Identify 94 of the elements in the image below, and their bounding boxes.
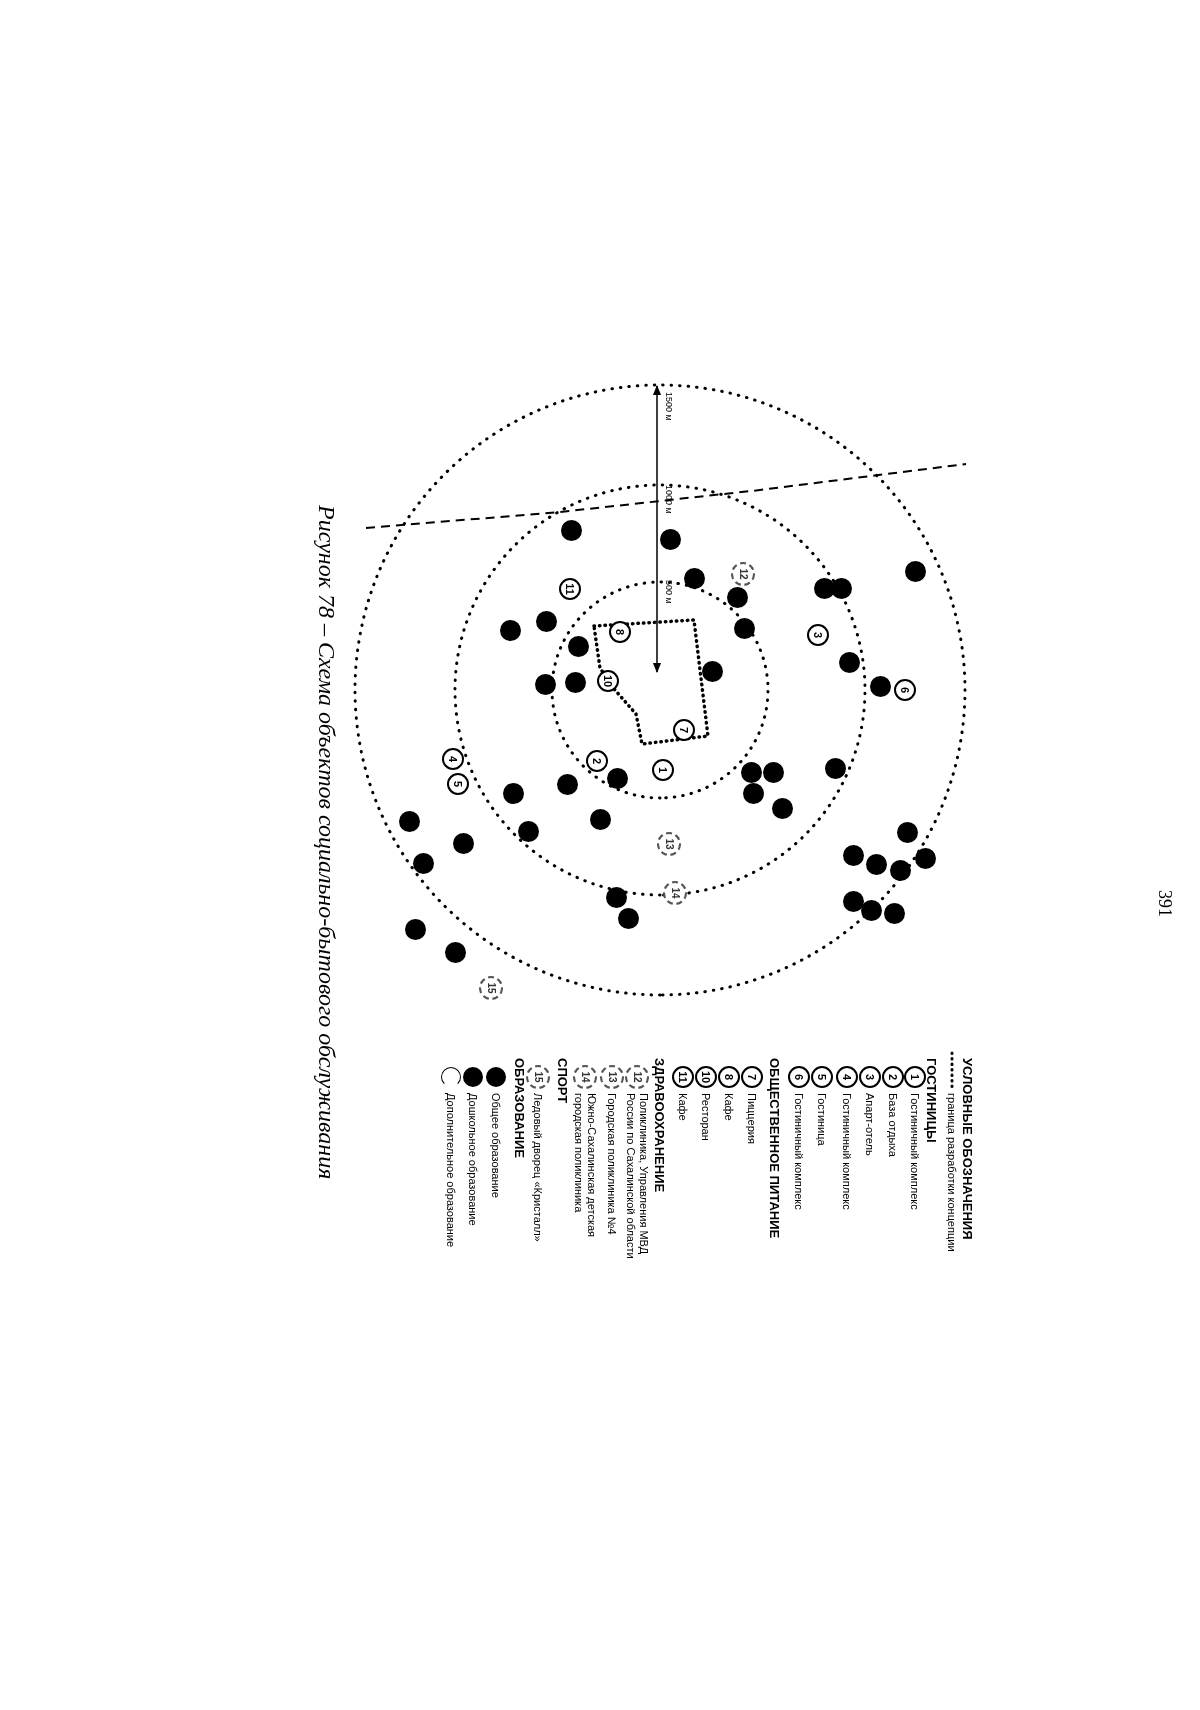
legend-text: Южно-Сахалинская детская городская поликлиника	[572, 1093, 598, 1240]
numbered-marker: 4	[836, 1066, 858, 1088]
numbered-marker: 5	[811, 1066, 833, 1088]
dot-marker	[684, 567, 706, 589]
dot-marker	[727, 586, 749, 608]
dot-marker	[536, 610, 558, 632]
legend-text: граница разработки концепции	[945, 1093, 959, 1254]
dot-marker	[905, 560, 927, 582]
dot-marker	[915, 847, 937, 869]
dashed-numbered-marker: 15	[526, 1065, 550, 1089]
dashed-numbered-marker: 13	[657, 832, 681, 856]
numbered-marker: 11	[559, 578, 581, 600]
dimension-label: 1500 м	[664, 392, 674, 421]
dot-marker	[734, 617, 756, 639]
dashed-numbered-marker: 15	[479, 976, 503, 1000]
dot-marker	[839, 651, 861, 673]
legend-text: Дополнительное образование	[444, 1093, 458, 1250]
legend-text: Кафе	[722, 1093, 736, 1123]
legend-heading: УСЛОВНЫЕ ОБОЗНАЧЕНИЯ	[960, 1058, 976, 1240]
numbered-marker: 10	[597, 670, 619, 692]
numbered-marker: 7	[741, 1066, 763, 1088]
dot-marker	[861, 899, 883, 921]
dot-marker	[561, 519, 583, 541]
dot-marker	[453, 832, 475, 854]
dot-marker	[884, 902, 906, 924]
dot-marker	[500, 619, 522, 641]
legend-text: Пиццерия	[745, 1093, 759, 1146]
dot-marker	[831, 577, 853, 599]
dashed-numbered-marker: 12	[625, 1065, 649, 1089]
legend-text: Ледовый дворец «Кристалл»	[531, 1093, 545, 1244]
numbered-marker: 7	[673, 719, 695, 741]
dot-marker	[607, 767, 629, 789]
numbered-marker: 1	[904, 1066, 926, 1088]
dot-marker	[518, 820, 540, 842]
dot-marker	[405, 918, 427, 940]
numbered-marker: 10	[695, 1066, 717, 1088]
legend-text: Ресторан	[699, 1093, 713, 1143]
figure-caption: Рисунок 78 – Схема объектов социально-бытового обслуживания	[313, 505, 341, 1180]
dot-marker	[413, 852, 435, 874]
numbered-marker: 3	[807, 624, 829, 646]
dot-marker	[763, 761, 785, 783]
legend-text: Гостиничный комплекс	[840, 1093, 854, 1212]
legend-heading: СПОРТ	[555, 1058, 571, 1104]
numbered-marker: 4	[442, 748, 464, 770]
legend-text: Кафе	[676, 1093, 690, 1123]
dot-marker	[870, 675, 892, 697]
page-number: 391	[1154, 890, 1176, 917]
legend-text: Гостиница	[815, 1093, 829, 1148]
dot-marker	[743, 782, 765, 804]
legend-heading: ОБРАЗОВАНИЕ	[512, 1058, 528, 1158]
dot-marker	[897, 821, 919, 843]
dashed-numbered-marker: 14	[663, 881, 687, 905]
dot-marker	[568, 635, 590, 657]
legend-text: База отдыха	[886, 1093, 900, 1159]
dot-marker	[772, 797, 794, 819]
numbered-marker: 5	[447, 773, 469, 795]
numbered-marker: 2	[586, 750, 608, 772]
dot-marker	[825, 757, 847, 779]
numbered-marker: 3	[859, 1066, 881, 1088]
numbered-marker: 6	[894, 679, 916, 701]
dot-marker	[557, 773, 579, 795]
dot-marker	[866, 853, 888, 875]
dashed-numbered-marker: 12	[731, 562, 755, 586]
numbered-marker: 8	[609, 621, 631, 643]
legend-text: Гостиничный комплекс	[908, 1093, 922, 1212]
dot-marker	[618, 907, 640, 929]
numbered-marker: 8	[718, 1066, 740, 1088]
legend-text: Апарт-отель	[863, 1093, 877, 1158]
numbered-marker: 2	[882, 1066, 904, 1088]
dot-marker	[535, 673, 557, 695]
dot-marker	[890, 859, 912, 881]
dot-marker	[606, 886, 628, 908]
dot-marker	[843, 890, 865, 912]
dot-marker	[702, 660, 724, 682]
dot-marker	[660, 528, 682, 550]
numbered-marker: 6	[788, 1066, 810, 1088]
dot-marker	[590, 808, 612, 830]
dot-marker	[741, 761, 763, 783]
dashed-numbered-marker: 14	[573, 1065, 597, 1089]
dot-marker	[503, 782, 525, 804]
legend-text: Общее образование	[489, 1093, 503, 1200]
numbered-marker: 1	[652, 759, 674, 781]
legend-heading: ОБЩЕСТВЕННОЕ ПИТАНИЕ	[767, 1058, 783, 1239]
numbered-marker: 11	[672, 1066, 694, 1088]
dashed-numbered-marker: 13	[600, 1065, 624, 1089]
dot-marker	[565, 671, 587, 693]
legend-heading: ЗДРАВООХРАНЕНИЕ	[652, 1058, 668, 1193]
dot-marker	[843, 844, 865, 866]
dot-marker	[445, 941, 467, 963]
legend-text: Дошкольное образование	[466, 1093, 480, 1228]
dot-marker	[399, 810, 421, 832]
legend-text: Гостиничный комплекс	[792, 1093, 806, 1212]
legend-heading: ГОСТИНИЦЫ	[924, 1058, 940, 1143]
legend-text: Городская поликлиника №4	[605, 1093, 619, 1237]
